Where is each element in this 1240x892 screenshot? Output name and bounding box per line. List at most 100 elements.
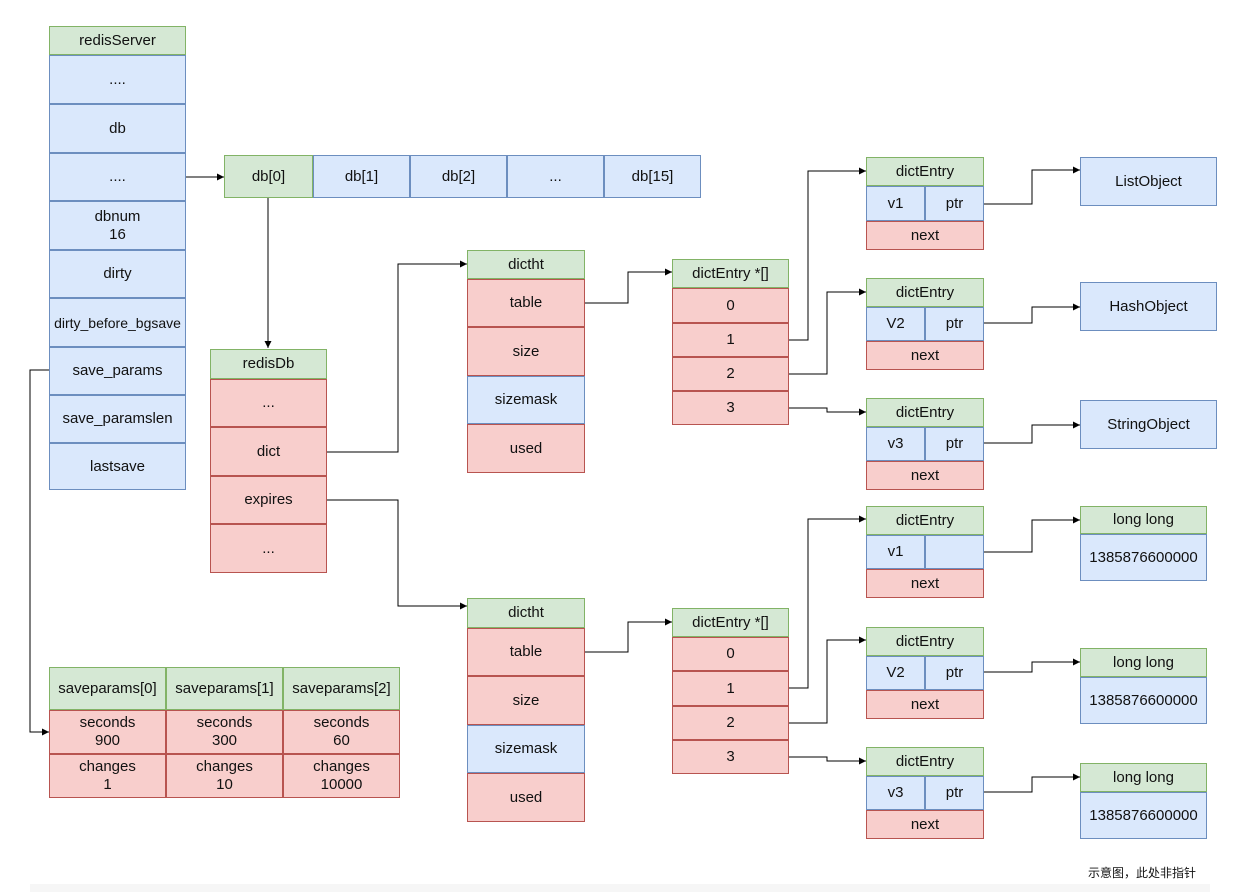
saveparams-changes-2: changes 10000 [283,754,400,798]
saveparams-seconds-0: seconds 900 [49,710,166,754]
arrow-slot3-to-entry3 [789,407,866,416]
dict-entry-expires-value: ptr [925,776,984,810]
dict-entry-title: dictEntry [866,398,984,427]
dict-entry-title: dictEntry [866,157,984,186]
long-long-value: 1385876600000 [1080,792,1207,839]
arrow-table-to-array-expires [585,618,672,653]
arrow-exp-slot3-to-entry3 [789,756,866,765]
db-array-cell-15: db[15] [604,155,701,198]
long-long-title: long long [1080,506,1207,534]
redis-server-field-save-params: save_params [49,347,186,395]
dict-entry-expires-next: next [866,810,984,839]
dictht-expires-title: dictht [467,598,585,628]
dict-entry-next: next [866,461,984,490]
bucket-expires-slot-3: 3 [672,740,789,774]
dictht-expires-field-sizemask: sizemask [467,725,585,773]
redis-db-title: redisDb [210,349,327,379]
redis-db-field: ... [210,524,327,573]
bucket-expires-slot-2: 2 [672,706,789,740]
redis-server-field-dirty: dirty [49,250,186,298]
dict-entry-value: ptr [925,186,984,221]
redis-server-field-dbnum: dbnum 16 [49,201,186,250]
db-array-cell-1: db[1] [313,155,410,198]
bucket-expires-slot-1: 1 [672,671,789,706]
redis-db-field-dict: dict [210,427,327,476]
long-long-value: 1385876600000 [1080,677,1207,724]
redis-server-field-db: db [49,104,186,153]
arrow-entry2-to-hashobject [984,303,1080,324]
bucket-array-title: dictEntry *[] [672,259,789,288]
dictht-field-size: size [467,327,585,376]
redis-server-field-dirty-before-bgsave: dirty_before_bgsave [49,298,186,347]
arrow-exp-slot2-to-entry2 [789,636,866,724]
arrow-saveparams-to-array [29,369,49,736]
saveparams-title-1: saveparams[1] [166,667,283,710]
dict-entry-expires-title: dictEntry [866,506,984,535]
dict-entry-title: dictEntry [866,278,984,307]
dictht-field-used: used [467,424,585,473]
bucket-array-expires-title: dictEntry *[] [672,608,789,637]
saveparams-changes-1: changes 10 [166,754,283,798]
arrow-dict-to-dictht [327,260,467,453]
dict-entry-value: ptr [925,427,984,461]
db-array-cell-2: db[2] [410,155,507,198]
dictht-expires-field-size: size [467,676,585,725]
bottom-strip [30,884,1210,892]
dict-entry-expires-next: next [866,690,984,719]
arrow-table-to-array-main [585,268,672,304]
db-array-cell-0: db[0] [224,155,313,198]
arrow-entry1-to-listobject [984,166,1080,205]
dict-entry-expires-key: v3 [866,776,925,810]
db-array-cell-ellipsis: ... [507,155,604,198]
arrow-expires-to-dictht [327,499,467,610]
saveparams-title-2: saveparams[2] [283,667,400,710]
dict-entry-key: V2 [866,307,925,341]
long-long-title: long long [1080,648,1207,677]
dict-entry-expires-title: dictEntry [866,627,984,656]
redis-server-title: redisServer [49,26,186,55]
long-long-title: long long [1080,763,1207,792]
bucket-slot-0: 0 [672,288,789,323]
long-long-value: 1385876600000 [1080,534,1207,581]
saveparams-changes-0: changes 1 [49,754,166,798]
dict-entry-next: next [866,341,984,370]
arrow-entry3-to-stringobject [984,421,1080,444]
redis-server-field-save-paramslen: save_paramslen [49,395,186,443]
redis-server-field: .... [49,153,186,201]
saveparams-seconds-2: seconds 60 [283,710,400,754]
bucket-slot-2: 2 [672,357,789,391]
dict-entry-expires-value: ptr [925,656,984,690]
bucket-expires-slot-0: 0 [672,637,789,671]
dict-entry-expires-next: next [866,569,984,598]
arrow-slot1-to-entry1 [789,167,866,341]
diagram-caption: 示意图，此处非指针 [1088,866,1197,880]
redis-db-field: ... [210,379,327,427]
arrow-exp-entry1-to-longlong [984,516,1080,553]
dictht-field-table: table [467,279,585,327]
saveparams-title-0: saveparams[0] [49,667,166,710]
redis-db-field-expires: expires [210,476,327,524]
dictht-field-sizemask: sizemask [467,376,585,424]
arrow-exp-entry2-to-longlong [984,658,1080,673]
dict-entry-expires-key: V2 [866,656,925,690]
dictht-title: dictht [467,250,585,279]
dict-entry-key: v1 [866,186,925,221]
arrow-exp-entry3-to-longlong [984,773,1080,793]
dict-entry-expires-value [925,535,984,569]
dict-entry-value: ptr [925,307,984,341]
saveparams-seconds-1: seconds 300 [166,710,283,754]
dict-entry-expires-key: v1 [866,535,925,569]
hash-object: HashObject [1080,282,1217,331]
bucket-slot-3: 3 [672,391,789,425]
list-object: ListObject [1080,157,1217,206]
arrow-exp-slot1-to-entry1 [789,515,866,689]
dictht-expires-field-table: table [467,628,585,676]
dictht-expires-field-used: used [467,773,585,822]
dict-entry-next: next [866,221,984,250]
redis-server-field-lastsave: lastsave [49,443,186,490]
dict-entry-expires-title: dictEntry [866,747,984,776]
string-object: StringObject [1080,400,1217,449]
dict-entry-key: v3 [866,427,925,461]
bucket-slot-1: 1 [672,323,789,357]
